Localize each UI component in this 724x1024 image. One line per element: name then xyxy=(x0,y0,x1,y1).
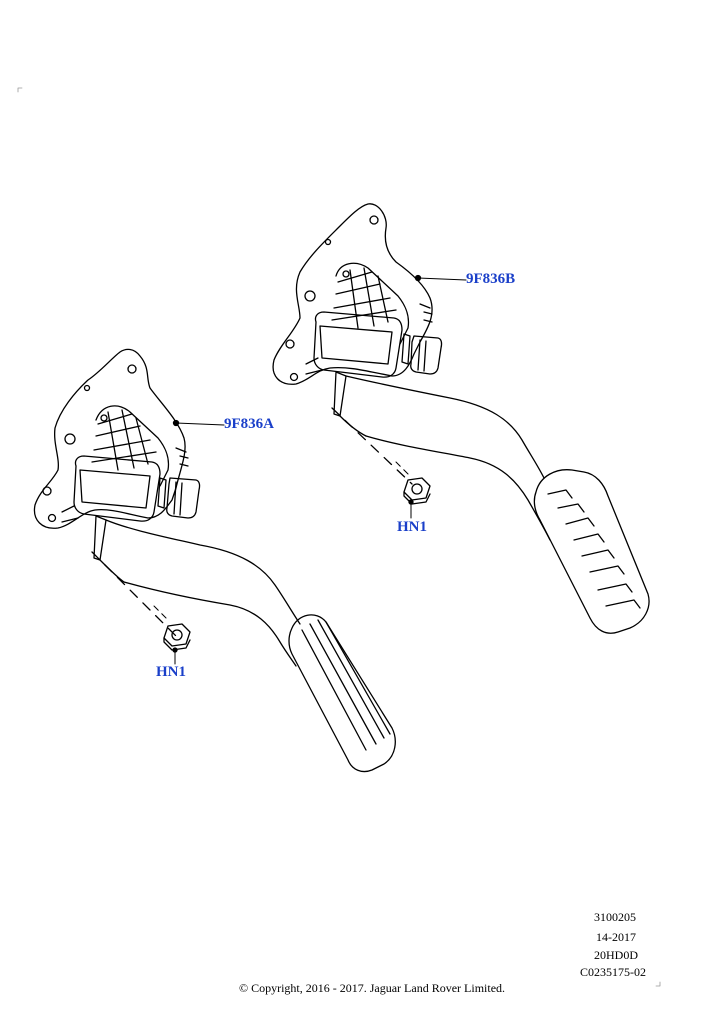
pedal-b-bracket xyxy=(272,203,433,385)
pedal-b-sensor-housing xyxy=(335,262,410,345)
nut-hn1-right[interactable] xyxy=(403,477,431,505)
pedal-a-pad xyxy=(288,614,396,773)
ref-number: 3100205 xyxy=(594,910,636,924)
pedal-b-pad xyxy=(533,469,650,634)
pedal-a-sensor-housing xyxy=(95,405,170,487)
pedal-b-arm xyxy=(333,371,347,417)
accelerator-pedal-b[interactable] xyxy=(272,203,650,634)
model-code: 20HD0D xyxy=(594,948,638,962)
copyright-notice: © Copyright, 2016 - 2017. Jaguar Land Ro… xyxy=(238,981,506,995)
pedal-a-sensor-body xyxy=(73,455,161,522)
pedal-a-arm xyxy=(93,515,107,561)
callout-hn1-right[interactable]: HN1 xyxy=(397,519,427,535)
nut-hn1-left[interactable] xyxy=(163,623,191,651)
pedal-a-bracket xyxy=(33,348,186,529)
pedal-a-connector xyxy=(166,477,201,519)
pedal-b-connector xyxy=(410,335,443,375)
illustration-code: C0235175-02 xyxy=(580,965,646,979)
callout-9f836a[interactable]: 9F836A xyxy=(224,416,274,432)
callout-hn1-left[interactable]: HN1 xyxy=(156,664,186,680)
date-code: 14-2017 xyxy=(596,930,636,944)
pedal-b-sensor-body xyxy=(313,311,403,378)
callout-9f836b[interactable]: 9F836B xyxy=(466,271,516,287)
accelerator-pedal-a[interactable] xyxy=(33,348,396,773)
